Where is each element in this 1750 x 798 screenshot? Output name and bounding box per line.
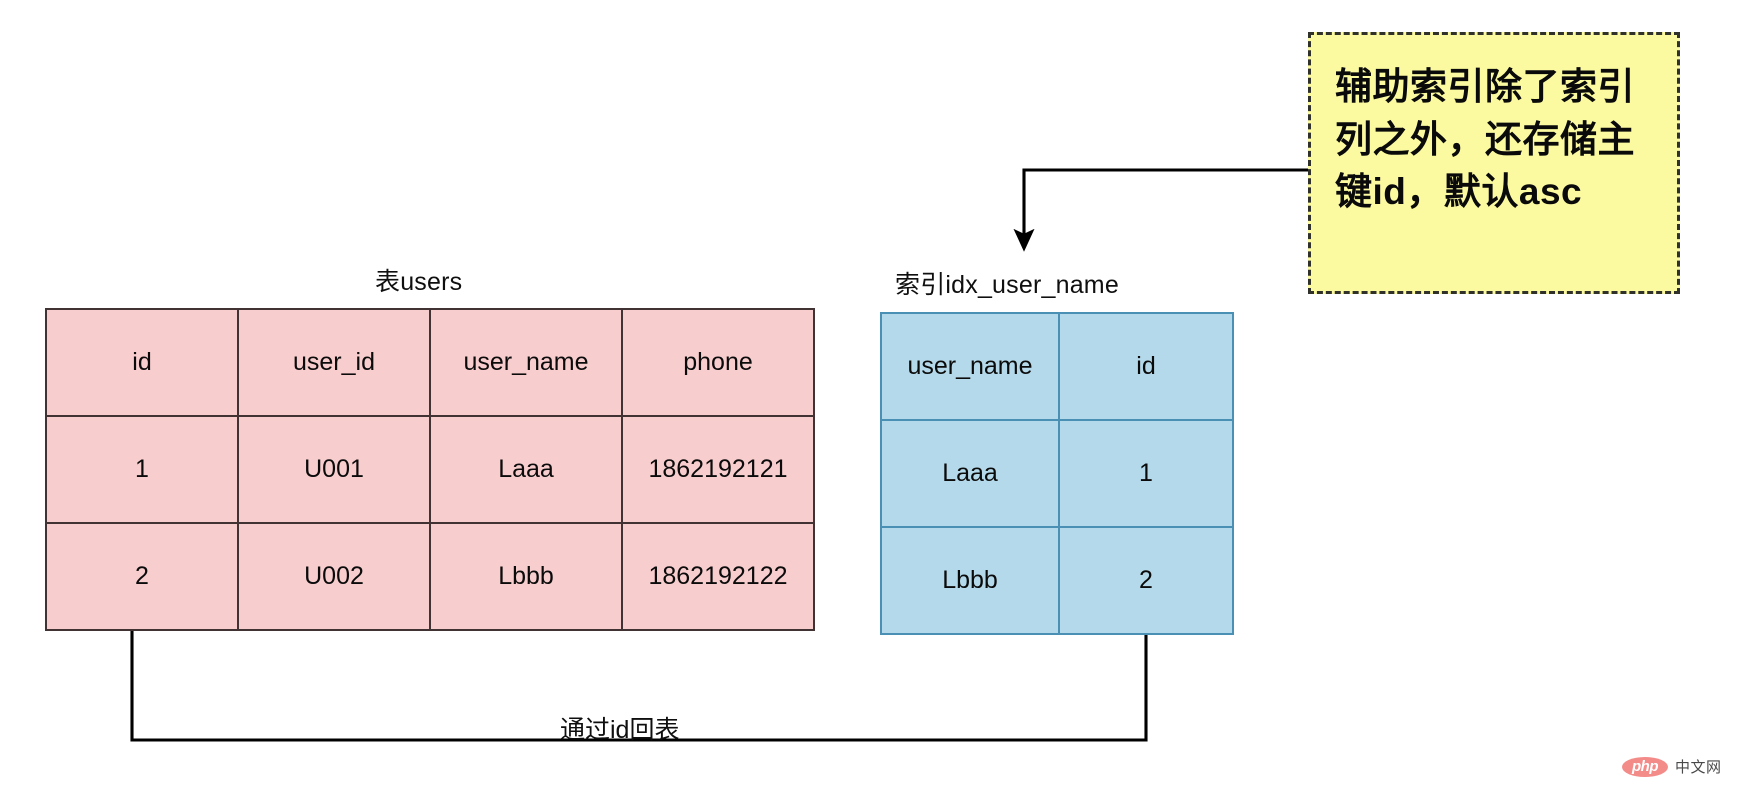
index-cell-user-name-2: Lbbb — [880, 526, 1060, 635]
index-table: user_name id Laaa 1 Lbbb 2 — [880, 312, 1234, 635]
note-line-3: 键id，默认asc — [1335, 171, 1583, 213]
users-cell-phone-2: 1862192122 — [621, 522, 815, 631]
users-header-id: id — [45, 308, 239, 417]
users-table-title: 表users — [375, 268, 463, 296]
table-header-row: id user_id user_name phone — [45, 308, 815, 417]
users-cell-user-id-2: U002 — [237, 522, 431, 631]
watermark: php 中文网 — [1622, 756, 1722, 777]
index-header-id: id — [1058, 312, 1234, 421]
reback-to-table-label: 通过id回表 — [560, 716, 680, 744]
note-line-2: 列之外，还存储主 — [1335, 118, 1635, 160]
index-cell-id-1: 1 — [1058, 419, 1234, 528]
table-row: 2 U002 Lbbb 1862192122 — [45, 522, 815, 631]
table-header-row: user_name id — [880, 312, 1234, 421]
users-cell-user-id-1: U001 — [237, 415, 431, 524]
index-cell-user-name-1: Laaa — [880, 419, 1060, 528]
index-cell-id-2: 2 — [1058, 526, 1234, 635]
table-row: 1 U001 Laaa 1862192121 — [45, 415, 815, 524]
users-table: id user_id user_name phone 1 U001 Laaa 1… — [45, 308, 815, 631]
users-header-phone: phone — [621, 308, 815, 417]
index-header-user-name: user_name — [880, 312, 1060, 421]
users-header-user-id: user_id — [237, 308, 431, 417]
note-to-index-arrow — [1013, 168, 1308, 252]
table-row: Laaa 1 — [880, 419, 1234, 528]
watermark-text: 中文网 — [1675, 759, 1722, 776]
table-row: Lbbb 2 — [880, 526, 1234, 635]
note-line-1: 辅助索引除了索引 — [1335, 66, 1635, 107]
annotation-note: 辅助索引除了索引 列之外，还存储主 键id，默认asc — [1308, 32, 1680, 294]
users-cell-id-2: 2 — [45, 522, 239, 631]
users-cell-phone-1: 1862192121 — [621, 415, 815, 524]
php-logo-icon: php — [1622, 756, 1668, 777]
users-cell-user-name-2: Lbbb — [429, 522, 623, 631]
users-cell-id-1: 1 — [45, 415, 239, 524]
index-table-title: 索引idx_user_name — [895, 271, 1119, 299]
users-cell-user-name-1: Laaa — [429, 415, 623, 524]
users-header-user-name: user_name — [429, 308, 623, 417]
